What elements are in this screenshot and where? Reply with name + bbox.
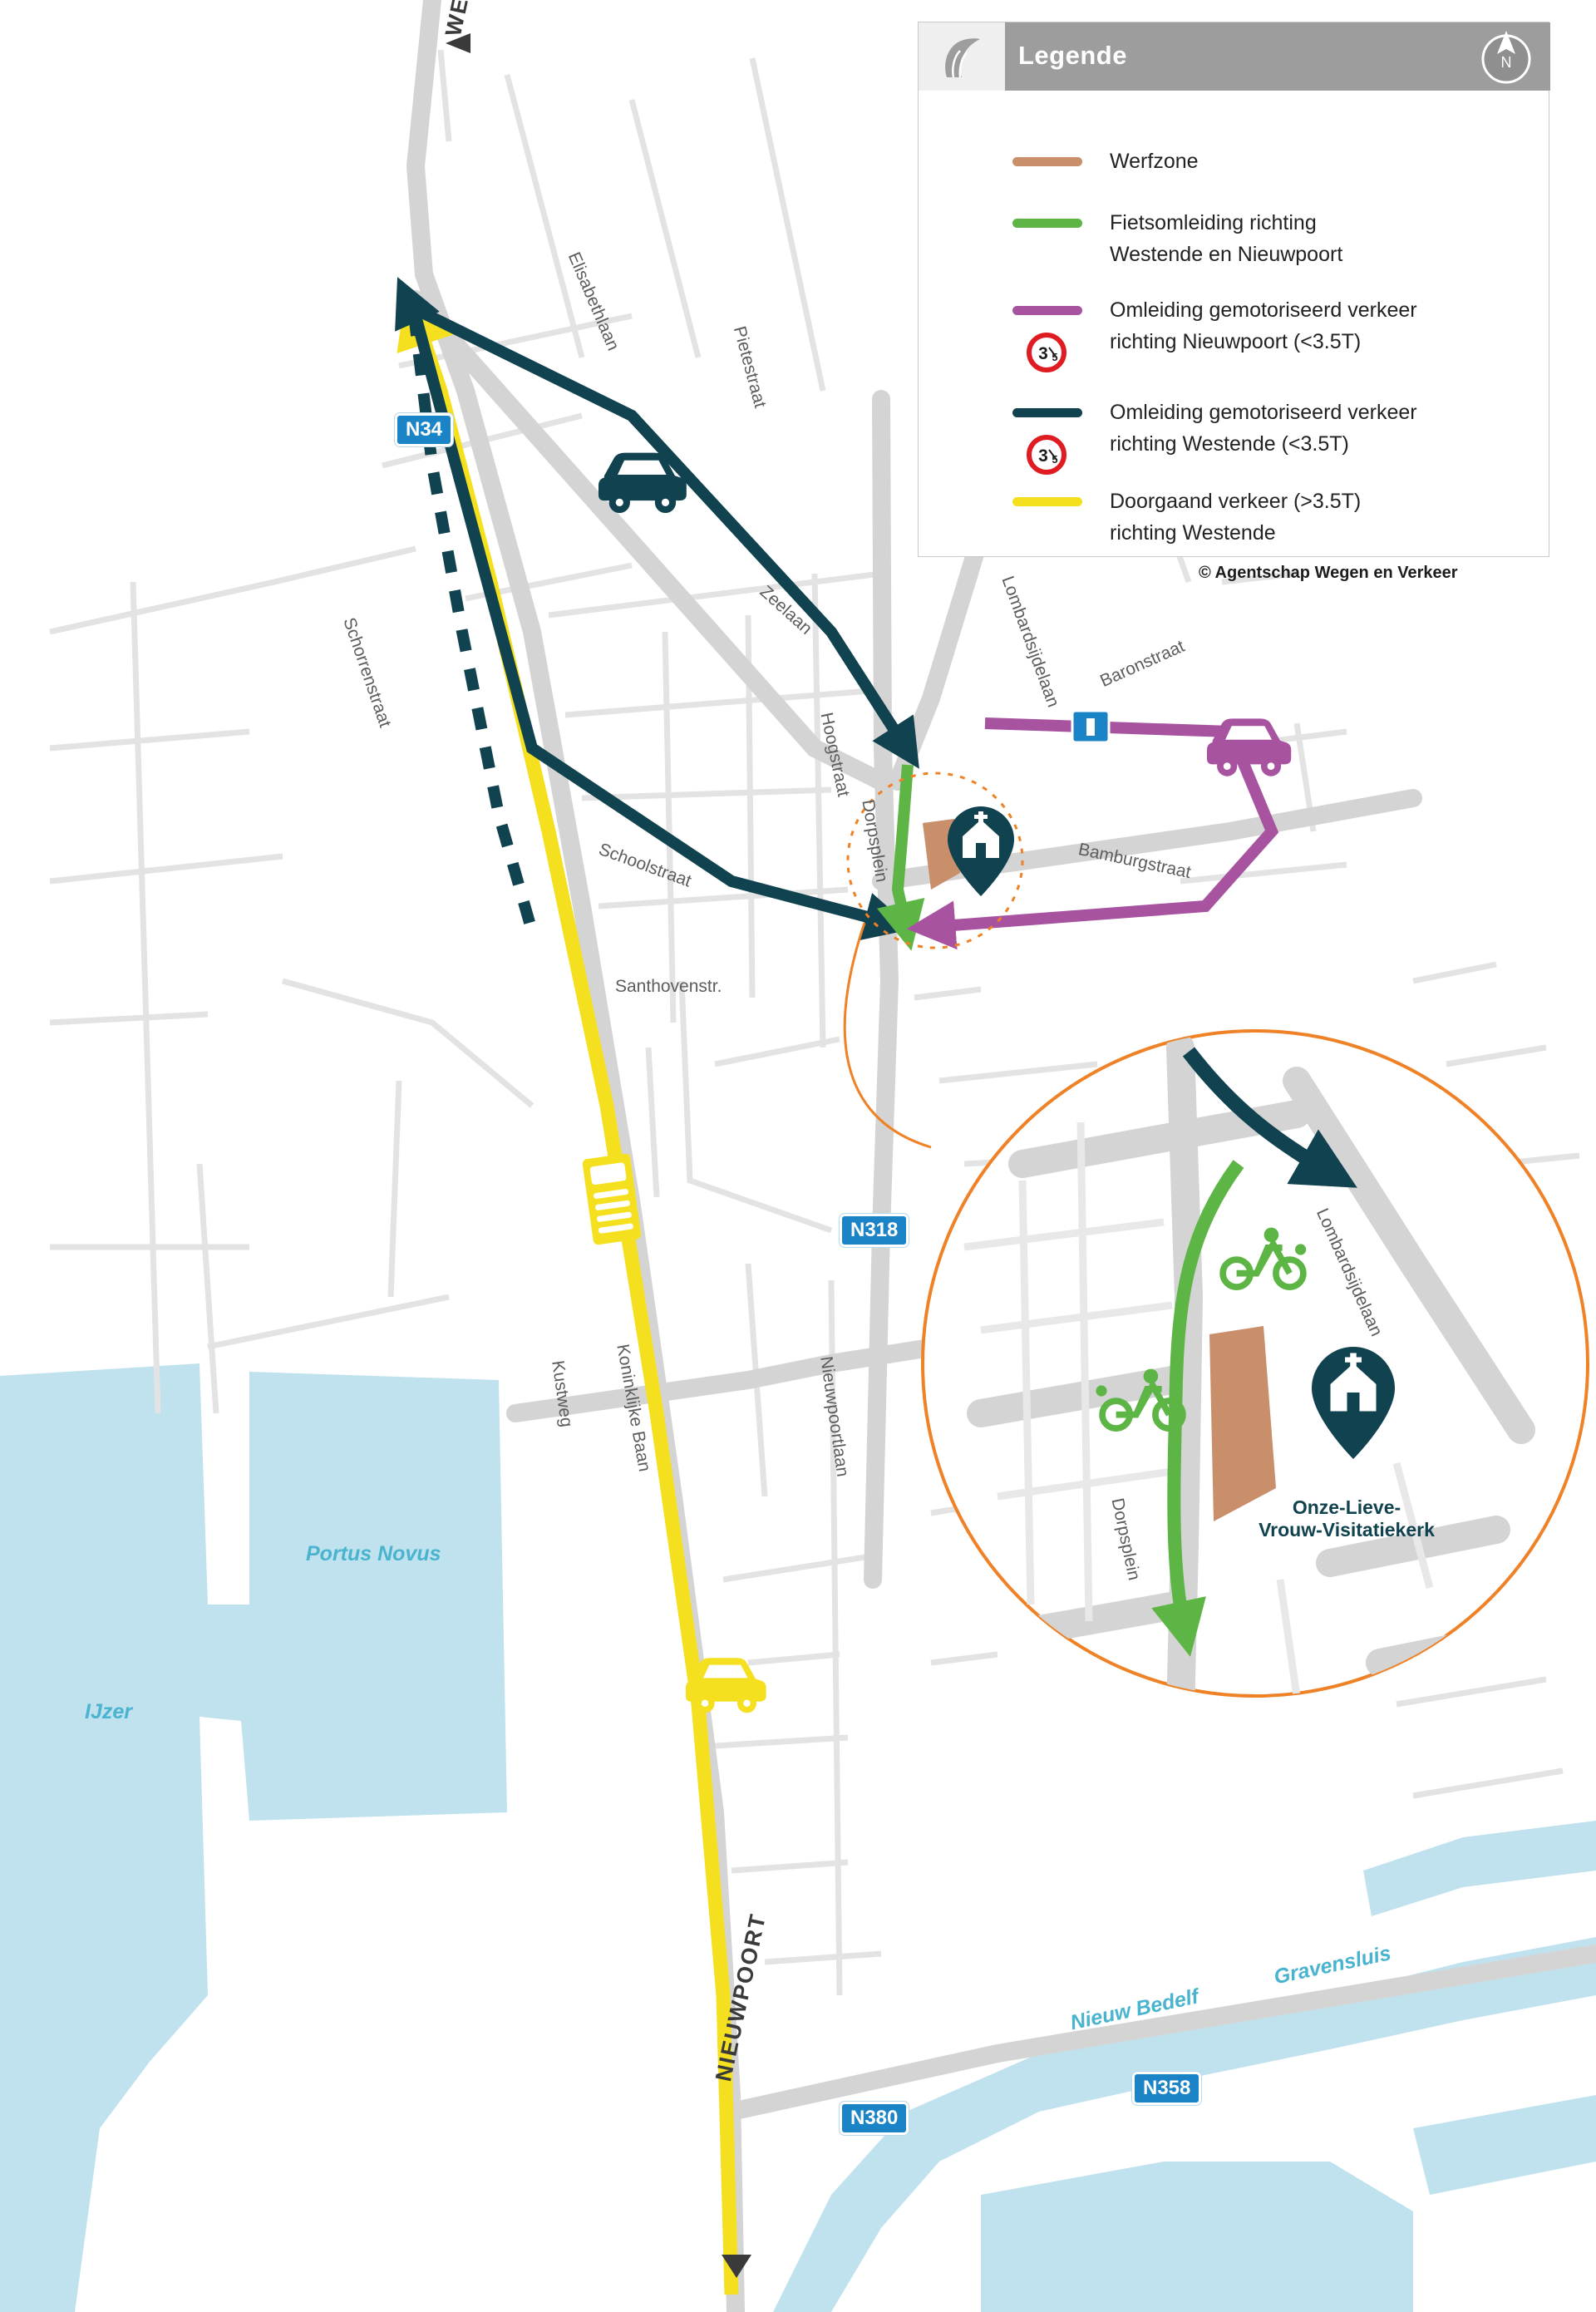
legend-panel: Legende N Werfzone Fietsomleiding richti… <box>918 22 1550 557</box>
weight-limit-sign-nieuwpoort-icon: 3 5 <box>1027 333 1066 372</box>
legend-label-doorgaand-verkeer-line2: richting Westende <box>1110 521 1276 545</box>
legend-header <box>919 22 1550 91</box>
water-areas <box>0 1363 1596 2312</box>
poi-label-church: Onze-Lieve- Vrouw-Visitatiekerk <box>1251 1496 1442 1541</box>
road-shield-n318: N318 <box>840 1214 909 1247</box>
weight-limit-sign-westende-icon: 3 5 <box>1027 435 1066 475</box>
legend-label-fietsomleiding-line1: Fietsomleiding richting <box>1110 211 1317 234</box>
car-purple-icon <box>1207 718 1292 776</box>
lion-logo-icon <box>945 38 980 78</box>
route-purple <box>906 717 1279 950</box>
legend-swatch-werfzone <box>1012 157 1082 166</box>
info-sign-icon <box>1071 709 1111 744</box>
legend-title: Legende <box>1018 41 1127 70</box>
water-label-ijzer: IJzer <box>85 1700 132 1723</box>
bike-icon-1 <box>1219 1227 1307 1290</box>
detail-connector <box>843 922 932 1149</box>
road-shield-n34: N34 <box>395 413 454 446</box>
legend-label-omleiding-westende-line2: richting Westende (<3.5T) <box>1110 432 1349 456</box>
compass-icon: N <box>1481 31 1531 84</box>
svg-text:5: 5 <box>1052 453 1057 466</box>
church-pin-inset-icon <box>1312 1347 1395 1459</box>
legend-label-fietsomleiding-line2: Westende en Nieuwpoort <box>1110 243 1343 266</box>
water-label-portus-novus: Portus Novus <box>306 1542 441 1565</box>
legend-swatch-fietsomleiding <box>1012 219 1082 228</box>
copyright-notice: © Agentschap Wegen en Verkeer <box>1199 564 1458 582</box>
car-dark-icon <box>598 452 687 514</box>
inset-map <box>921 1029 1589 1698</box>
awv-logo <box>919 22 1005 91</box>
legend-label-werfzone-line1: Werfzone <box>1110 150 1199 173</box>
legend-label-doorgaand-verkeer-line1: Doorgaand verkeer (>3.5T) <box>1110 490 1362 513</box>
svg-text:5: 5 <box>1052 351 1057 363</box>
legend-label-omleiding-westende-line1: Omleiding gemotoriseerd verkeer <box>1110 401 1417 424</box>
svg-text:3: 3 <box>1038 446 1048 466</box>
detail-circle <box>846 771 1024 949</box>
direction-arrow-westende <box>446 33 470 53</box>
truck-yellow-icon <box>582 1153 642 1245</box>
legend-label-omleiding-nieuwpoort-line1: Omleiding gemotoriseerd verkeer <box>1110 298 1417 322</box>
direction-arrow-nieuwpoort <box>722 2255 751 2278</box>
car-yellow-icon <box>686 1658 766 1713</box>
route-green <box>876 764 925 951</box>
poi-label-church-line1: Onze-Lieve- <box>1292 1496 1401 1518</box>
bike-icon-2 <box>1096 1368 1186 1432</box>
road-shield-n380: N380 <box>840 2102 909 2135</box>
church-pin-icon <box>948 806 1014 896</box>
legend-swatch-omleiding-nieuwpoort <box>1012 306 1082 315</box>
svg-text:3: 3 <box>1038 344 1048 363</box>
route-dark <box>395 277 919 940</box>
legend-label-omleiding-nieuwpoort-line2: richting Nieuwpoort (<3.5T) <box>1110 330 1362 353</box>
svg-text:N: N <box>1501 54 1512 71</box>
poi-label-church-line2: Vrouw-Visitatiekerk <box>1259 1519 1435 1541</box>
legend-swatch-omleiding-westende <box>1012 408 1082 417</box>
legend-swatch-doorgaand-verkeer <box>1012 497 1082 506</box>
street-label-santhovenstr: Santhovenstr. <box>615 977 722 996</box>
road-shield-n358: N358 <box>1132 2072 1202 2105</box>
